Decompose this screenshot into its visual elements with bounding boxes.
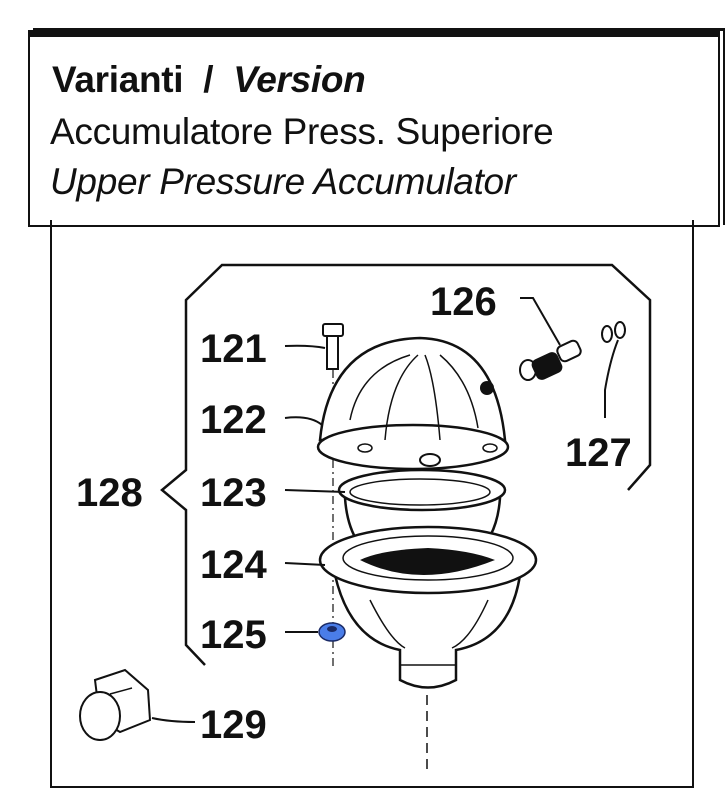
upper-dome-icon — [316, 336, 510, 471]
o-rings-icon — [601, 321, 626, 343]
label-123: 123 — [200, 471, 267, 515]
group-bracket — [160, 263, 652, 666]
label-129: 129 — [200, 703, 267, 747]
leader-lines — [151, 297, 619, 723]
nut-icon — [318, 622, 346, 642]
label-121: 121 — [200, 327, 267, 371]
variant-label: Varianti — [52, 59, 184, 100]
label-128: 128 — [76, 471, 143, 515]
lower-housing-icon — [318, 525, 538, 689]
variant-heading: Varianti / Version — [52, 59, 366, 101]
label-126: 126 — [430, 280, 497, 324]
english-title: Upper Pressure Accumulator — [50, 161, 516, 202]
diagram-frame — [50, 220, 694, 788]
title-box: Varianti / Version Accumulatore Press. S… — [28, 30, 725, 227]
label-125: 125 — [200, 613, 267, 657]
valve-fitting-icon — [519, 339, 582, 381]
bolt-icon — [322, 323, 344, 370]
label-127: 127 — [565, 431, 632, 475]
italian-title: Accumulatore Press. Superiore — [50, 111, 554, 152]
title-box-shadow — [720, 33, 725, 223]
label-124: 124 — [200, 543, 267, 587]
plug-icon — [79, 668, 152, 741]
label-122: 122 — [200, 398, 267, 442]
version-label: Version — [233, 59, 366, 100]
separator: / — [203, 59, 214, 100]
